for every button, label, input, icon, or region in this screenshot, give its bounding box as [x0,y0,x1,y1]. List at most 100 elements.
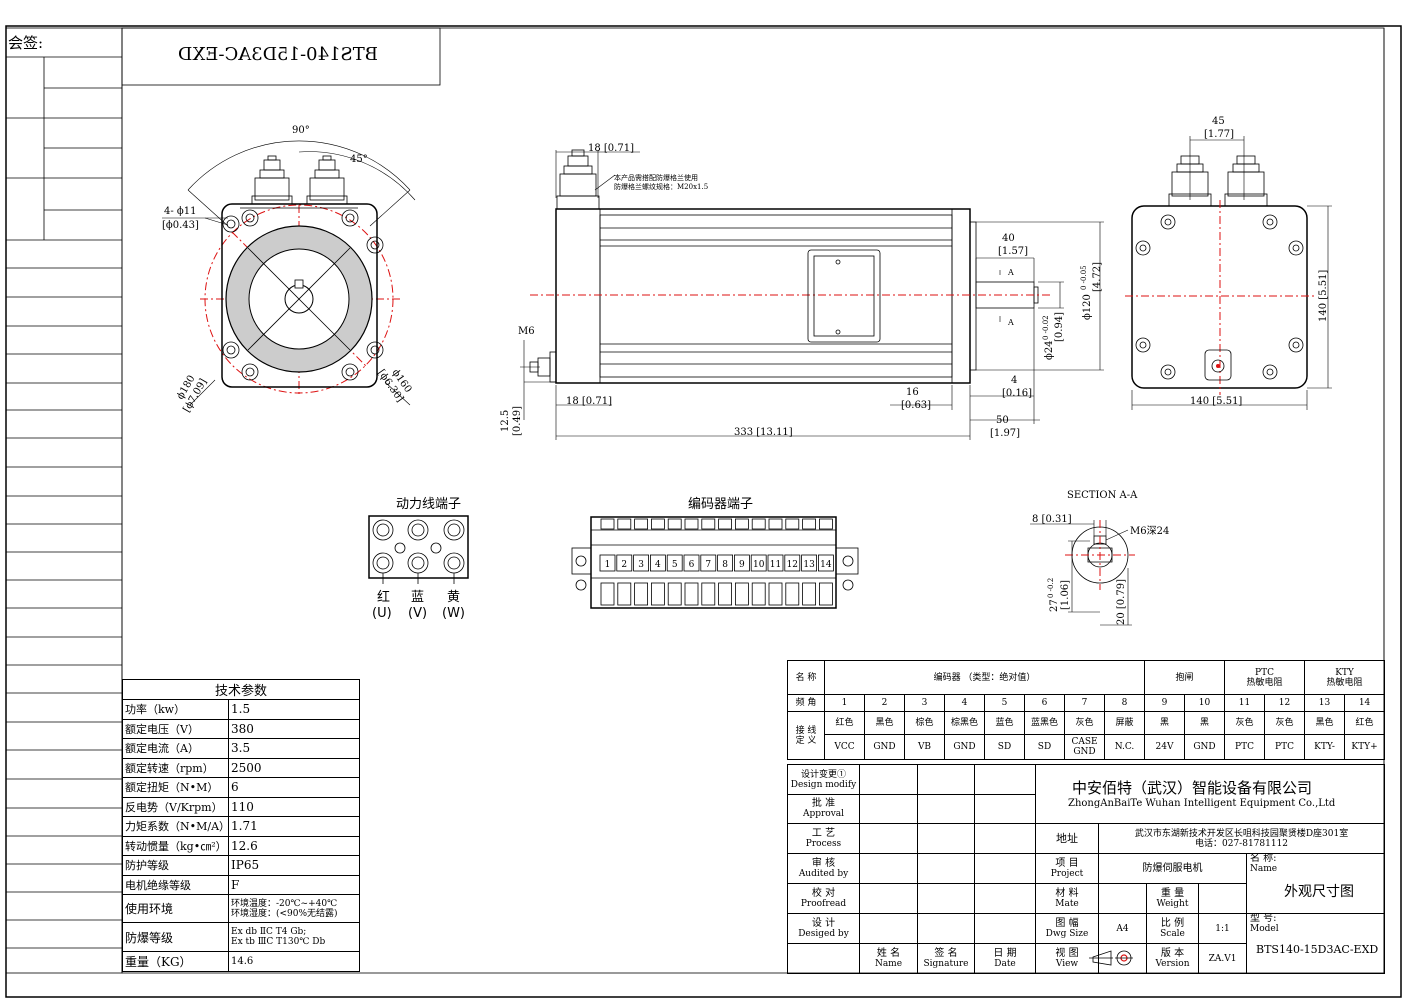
dim-40-inch: [1.57] [998,246,1028,257]
pin-signal: CASE GND [1064,734,1105,760]
encoder-pin-clamp [768,582,783,606]
tech-param-key: 额定电压（V） [122,718,229,739]
encoder-pin-clamp [819,582,833,606]
pin-wire-color: 棕黑色 [944,711,985,735]
encoder-pin-clamp [701,582,716,606]
encoder-pin-clamp [785,582,800,606]
section-thread: M6深24 [1130,525,1169,537]
pin-wire-color: 红色 [1344,711,1386,735]
pin-wire-color: 棕色 [904,711,945,735]
dim-16: 16 [906,387,919,398]
encoder-pin-number: 9 [739,560,745,570]
pin-name-label: 名 称 [787,660,825,695]
project-value: 防爆伺服电机 [1098,853,1247,884]
tech-param-row: 功率（kw）1.5 [122,699,361,720]
encoder-pin-number: 14 [820,560,832,570]
tech-param-value: F [227,874,361,895]
encoder-pin-screw [768,518,783,530]
dim-50: 50 [996,415,1009,426]
encoder-pin-screw [751,518,766,530]
pin-number: 12 [1264,694,1306,712]
encoder-pin-box [818,554,834,572]
encoder-pin-clamp [718,582,732,606]
pin-number: 7 [1064,694,1105,712]
tech-param-row: 额定电流（A）3.5 [122,738,361,759]
pin-number: 6 [1024,694,1065,712]
power-phase-v: (V) [408,606,427,621]
power-phase-u: (U) [372,606,392,621]
pin-number: 11 [1224,694,1266,712]
pin-number: 1 [824,694,865,712]
encoder-header: 编码器 （类型：绝对值） [824,660,1145,695]
encoder-pin-box [616,554,633,572]
section-dim-8: 8 [0.31] [1032,514,1072,525]
encoder-pin-clamp [802,582,816,606]
encoder-pin-screw [785,518,800,530]
wire-def-label: 接 线定 义 [787,711,825,760]
encoder-pin-number: 4 [655,560,661,570]
front-view [187,140,416,395]
power-color-v: 蓝 [411,590,424,605]
pin-number: 2 [864,694,905,712]
encoder-pin-number: 8 [722,560,728,570]
part-name: 名 称: Name 外观尺寸图 [1245,853,1386,914]
tech-param-key: 功率（kw） [122,699,229,720]
pin-signal: 24V [1144,734,1185,760]
pin-number-label: 频 角 [787,694,825,712]
power-color-u: 红 [377,589,390,605]
holes-label: 4- ϕ11 [164,206,196,217]
holes-label-inch: [ϕ0.43] [162,220,199,231]
pin-signal: PTC [1264,734,1306,760]
dwg-size-value: A4 [1098,913,1147,944]
encoder-pin-screw [718,518,732,530]
encoder-pin-number: 6 [689,560,695,570]
encoder-pin-clamp [684,582,699,606]
section-a-top: A [1007,268,1014,277]
encoder-pin-number: 5 [672,560,678,570]
encoder-pin-clamp [667,582,682,606]
pin-signal: N.C. [1104,734,1145,760]
section-title: SECTION A-A [1067,490,1138,501]
pin-signal: VCC [824,734,865,760]
pin-signal: GND [1183,734,1226,760]
encoder-pin-box [700,554,717,572]
encoder-pin-number: 2 [621,560,627,570]
power-terminal-drawing [368,515,469,584]
section-dim-27-tolerance: 0 -0.2 [1047,578,1055,598]
countersign-column [5,27,123,974]
encoder-pin-screw [819,518,833,530]
pin-wire-color: 黑 [1183,711,1226,735]
encoder-pin-clamp [751,582,766,606]
encoder-pin-number: 3 [638,560,644,570]
encoder-pin-screw [617,518,632,530]
encoder-pin-box [650,554,666,572]
tech-param-row: 额定扭矩（N•M）6 [122,777,361,798]
encoder-pin-screw [802,518,816,530]
ex-label: 防爆等级 [122,922,229,952]
tech-param-key: 额定扭矩（N•M） [122,777,229,798]
encoder-pin-box [599,554,616,572]
version-value: ZA.V1 [1198,943,1247,974]
encoder-pin-clamp [617,582,632,606]
encoder-pin-number: 12 [787,560,798,570]
pin-wire-color: 灰色 [1064,711,1105,735]
power-color-w: 黄 [447,590,460,605]
pin-number: 4 [944,694,985,712]
encoder-pin-box [717,554,733,572]
dim-m6: M6 [518,326,535,337]
tech-param-row: 额定电压（V）380 [122,718,361,739]
pin-wire-color: 蓝黑色 [1024,711,1065,735]
dim-50-inch: [1.97] [990,428,1020,439]
dim-45: 45 [1212,116,1225,127]
model-title-box [121,27,441,86]
